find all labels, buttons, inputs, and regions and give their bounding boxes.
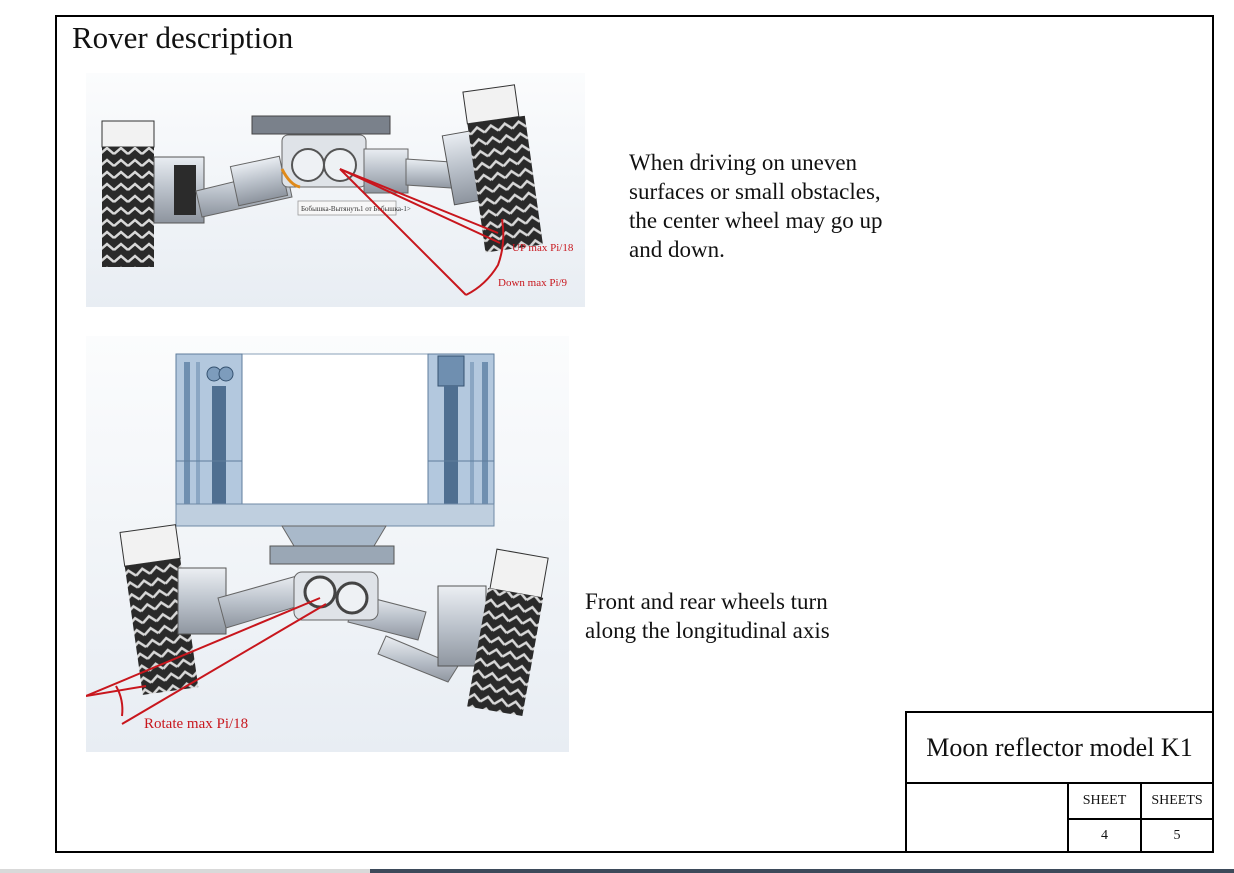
description-center-wheel: When driving on uneven surfaces or small… xyxy=(629,148,883,264)
sheets-label: SHEETS xyxy=(1140,782,1214,820)
drawing-frame xyxy=(55,15,1214,853)
description-line: the center wheel may go up xyxy=(629,208,883,233)
sheets-total: 5 xyxy=(1140,818,1214,853)
description-line: When driving on uneven xyxy=(629,150,858,175)
label-rotate-max: Rotate max Pi/18 xyxy=(144,716,248,732)
title-block-blank-cell xyxy=(905,782,1069,853)
left-wheel xyxy=(101,120,155,267)
title-block-name: Moon reflector model K1 xyxy=(905,711,1214,784)
left-housing xyxy=(175,353,243,523)
front-right-wheel xyxy=(467,548,549,717)
right-wheel xyxy=(462,84,543,253)
description-wheel-rotation: Front and rear wheels turn along the lon… xyxy=(585,587,830,645)
figure-side-view: Бобышка-Вытянуть1 от Бобышка-1> UP max P… xyxy=(86,73,585,307)
label-up-max: UP max Pi/18 xyxy=(512,242,574,254)
right-housing xyxy=(427,353,495,523)
sheet-number: 4 xyxy=(1067,818,1142,853)
sheet-label: SHEET xyxy=(1067,782,1142,820)
front-view-drawing: Rotate max Pi/18 xyxy=(86,353,549,732)
label-down-max: Down max Pi/9 xyxy=(498,277,568,289)
side-view-drawing: Бобышка-Вытянуть1 от Бобышка-1> UP max P… xyxy=(101,84,574,296)
description-line: and down. xyxy=(629,237,725,262)
page-title: Rover description xyxy=(72,20,294,55)
tooltip-text: Бобышка-Вытянуть1 от Бобышка-1> xyxy=(301,205,411,213)
window-bottom-edge xyxy=(0,869,1234,873)
figure-front-view: Rotate max Pi/18 xyxy=(86,336,569,752)
description-line: along the longitudinal axis xyxy=(585,618,830,643)
description-line: Front and rear wheels turn xyxy=(585,589,828,614)
description-line: surfaces or small obstacles, xyxy=(629,179,881,204)
